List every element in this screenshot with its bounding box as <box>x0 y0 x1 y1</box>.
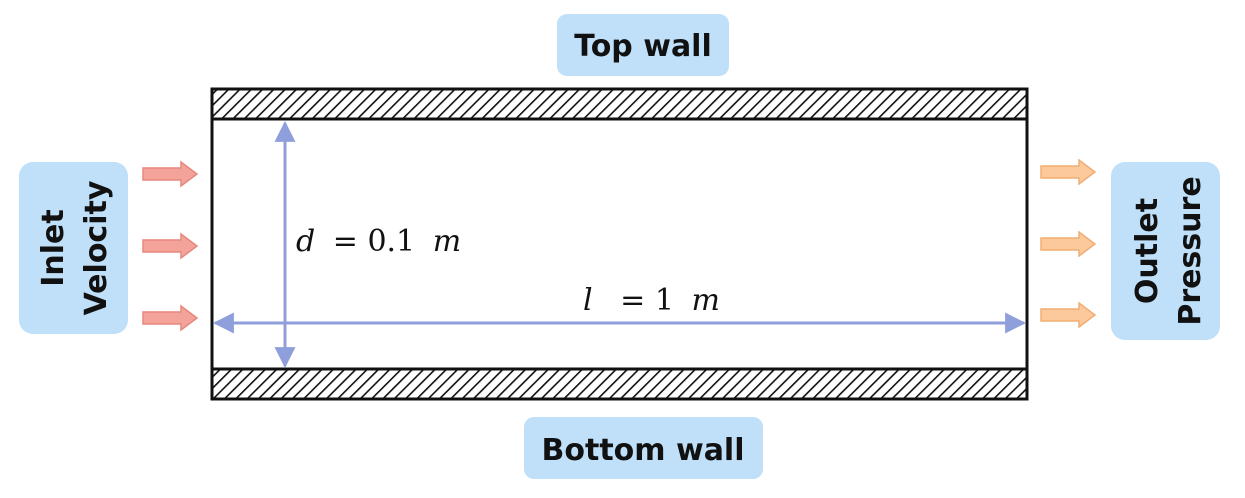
top-wall <box>210 87 1029 121</box>
outlet-arrow-icon <box>1040 230 1097 258</box>
bottom-wall <box>210 367 1029 401</box>
top-wall-label: Top wall <box>557 14 729 76</box>
inlet-arrow-icon <box>142 304 199 332</box>
inlet-velocity-label: Inlet Velocity <box>19 162 128 334</box>
outlet-arrow-icon <box>1040 158 1097 186</box>
outlet-pressure-label: Outlet Pressure <box>1111 162 1220 340</box>
outlet-arrow-icon <box>1040 301 1097 329</box>
bottom-wall-label: Bottom wall <box>524 417 763 479</box>
svg-text:Inlet: Inlet <box>36 209 71 287</box>
inlet-arrow-icon <box>142 232 199 260</box>
outlet-arrows <box>1040 158 1097 329</box>
svg-text:Outlet: Outlet <box>1130 198 1165 304</box>
inlet-arrow-icon <box>142 160 199 188</box>
svg-text:Velocity: Velocity <box>79 180 114 315</box>
svg-text:Pressure: Pressure <box>1173 176 1208 325</box>
svg-text:Top wall: Top wall <box>574 29 712 64</box>
height-dimension-label: d = 0.1 m <box>296 224 461 259</box>
svg-text:Bottom wall: Bottom wall <box>542 433 745 468</box>
length-dimension-label: l = 1 m <box>583 283 720 318</box>
inlet-arrows <box>142 160 199 332</box>
